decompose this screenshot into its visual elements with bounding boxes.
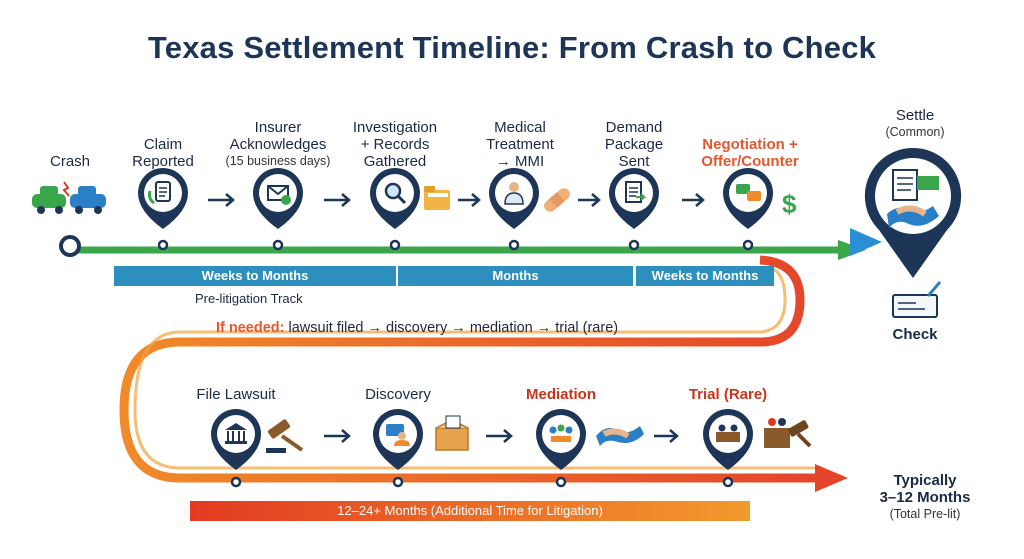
settle-title: Settle bbox=[895, 107, 935, 124]
label-sub: (15 business days) bbox=[225, 154, 331, 168]
step-label-trial: Trial (Rare) bbox=[688, 386, 768, 403]
label-line: Negotiation + bbox=[702, 136, 798, 153]
step-label-crash: Crash bbox=[49, 153, 91, 170]
label-line: Package bbox=[604, 136, 664, 153]
step-label-file-lawsuit: File Lawsuit bbox=[196, 386, 276, 403]
duration-band-litigation: 12–24+ Months (Additional Time for Litig… bbox=[190, 501, 750, 521]
label-line: Reported bbox=[132, 153, 194, 170]
label-line: Treatment bbox=[486, 136, 554, 153]
pin-mediation bbox=[536, 409, 586, 488]
step-label-investigation: Investigation + Records Gathered bbox=[353, 119, 437, 170]
top-step-arrows bbox=[208, 193, 705, 207]
check-label: Check bbox=[892, 326, 938, 343]
blue-arrowhead bbox=[850, 228, 882, 256]
label-line: Sent bbox=[618, 153, 650, 170]
step-label-negotiation: Negotiation + Offer/Counter bbox=[701, 136, 799, 170]
step-label-insurer-acknowledges: Insurer Acknowledges (15 business days) bbox=[226, 119, 331, 170]
pin-demand-package bbox=[609, 168, 659, 251]
start-dot bbox=[59, 235, 81, 257]
label-line: Claim bbox=[143, 136, 183, 153]
litigation-track bbox=[119, 255, 848, 492]
pin-medical-treatment bbox=[489, 168, 539, 251]
duration-band-months: Months bbox=[398, 266, 633, 286]
label-line: Gathered bbox=[363, 153, 427, 170]
if-needed-note: If needed: lawsuit filed → discovery → m… bbox=[216, 320, 618, 336]
pre-litigation-track bbox=[59, 228, 882, 260]
bottom-step-arrows bbox=[324, 429, 679, 443]
step-label-mediation: Mediation bbox=[526, 386, 596, 403]
summary-line3: (Total Pre-lit) bbox=[889, 507, 961, 521]
label-line: Medical bbox=[494, 119, 546, 136]
duration-band-weeks-to-months-1: Weeks to Months bbox=[114, 266, 396, 286]
pin-discovery bbox=[373, 409, 423, 488]
label-line: Investigation bbox=[352, 119, 438, 136]
if-needed-rest: lawsuit filed → discovery → mediation → … bbox=[288, 320, 619, 336]
label-line: Demand bbox=[605, 119, 663, 136]
courtroom-gavel-icon bbox=[764, 418, 812, 448]
check-icon bbox=[892, 281, 942, 318]
crash-cars-icon bbox=[32, 181, 106, 214]
step-label-demand-package: Demand Package Sent bbox=[605, 119, 663, 170]
step-label-claim-reported: Claim Reported bbox=[132, 136, 194, 170]
step-label-discovery: Discovery bbox=[365, 386, 431, 403]
gavel-icon bbox=[266, 419, 304, 453]
settle-pin bbox=[864, 147, 962, 278]
step-label-medical-treatment: Medical Treatment → MMI bbox=[486, 119, 554, 170]
summary-line1: Typically bbox=[893, 472, 957, 489]
orange-arrowhead bbox=[815, 464, 848, 492]
label-line: Offer/Counter bbox=[701, 153, 799, 170]
page-title: Texas Settlement Timeline: From Crash to… bbox=[147, 30, 877, 65]
label-line: → MMI bbox=[495, 153, 545, 170]
settle-sub: (Common) bbox=[885, 125, 945, 139]
label-line: Acknowledges bbox=[229, 136, 327, 153]
settle-label: Settle (Common) bbox=[885, 107, 944, 141]
folder-icon bbox=[424, 186, 450, 210]
bottom-pins bbox=[211, 409, 753, 488]
bandage-icon bbox=[544, 188, 570, 212]
pin-file-lawsuit bbox=[211, 409, 261, 488]
duration-band-weeks-to-months-2: Weeks to Months bbox=[636, 266, 774, 286]
top-pins bbox=[138, 168, 773, 251]
dollar-icon: $ bbox=[782, 189, 797, 219]
summary-line2: 3–12 Months bbox=[879, 489, 971, 506]
prelit-track-label: Pre-litigation Track bbox=[195, 291, 303, 306]
pin-insurer-acknowledges bbox=[253, 168, 303, 251]
summary: Typically 3–12 Months (Total Pre-lit) bbox=[880, 472, 971, 523]
box-documents-icon bbox=[435, 415, 469, 451]
pin-trial bbox=[703, 409, 753, 488]
label-line: + Records bbox=[360, 136, 430, 153]
handshake-icon bbox=[596, 426, 644, 446]
pin-investigation bbox=[370, 168, 420, 251]
if-needed-lead: If needed: bbox=[216, 320, 285, 336]
svg-text:$: $ bbox=[782, 189, 797, 219]
pin-negotiation bbox=[723, 168, 773, 251]
label-line: Insurer bbox=[254, 119, 302, 136]
pin-claim-reported bbox=[138, 168, 188, 251]
